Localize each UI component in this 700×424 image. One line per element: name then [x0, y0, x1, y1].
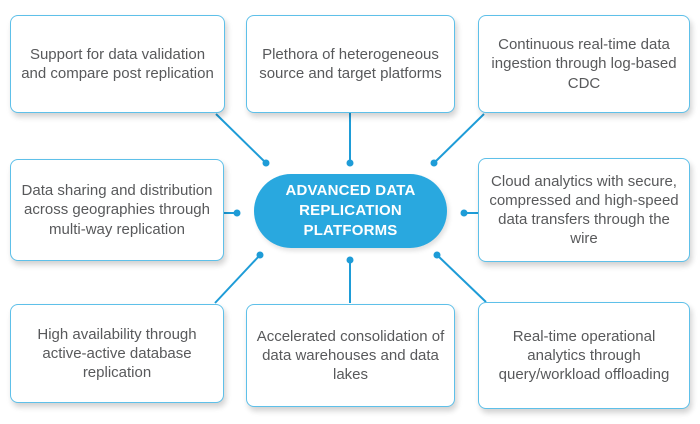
center-capsule-line2: REPLICATION PLATFORMS: [299, 201, 402, 240]
feature-box-label: Real-time operational analytics through …: [498, 327, 670, 384]
feature-box-label: Accelerated consolidation of data wareho…: [256, 327, 445, 384]
feature-box-top-left: Support for data validation and compare …: [10, 15, 225, 113]
connector-line-top-right: [433, 113, 485, 164]
connector-dot-top-left: [262, 159, 270, 167]
feature-box-bottom-right: Real-time operational analytics through …: [478, 302, 690, 409]
feature-box-label: Plethora of heterogeneous source and tar…: [259, 45, 442, 82]
feature-box-top-center: Plethora of heterogeneous source and tar…: [246, 15, 455, 113]
connector-dot-top-right: [430, 159, 438, 167]
feature-box-bottom-left: High availability through active-active …: [10, 304, 224, 403]
feature-box-label: Cloud analytics with secure, compressed …: [489, 172, 679, 248]
feature-box-bottom-center: Accelerated consolidation of data wareho…: [246, 304, 455, 407]
feature-box-top-right: Continuous real-time data ingestion thro…: [478, 15, 690, 113]
connector-line-bottom-right: [436, 254, 487, 303]
connector-line-top-left: [215, 113, 267, 164]
feature-box-middle-left: Data sharing and distribution across geo…: [10, 159, 224, 261]
connector-dot-bottom-left: [256, 251, 264, 259]
connector-dot-middle-right: [460, 209, 468, 217]
connector-dot-bottom-right: [433, 251, 441, 259]
feature-box-label: Data sharing and distribution across geo…: [21, 182, 213, 238]
center-capsule-line1: ADVANCED DATA: [285, 181, 416, 199]
connector-dot-bottom-center: [346, 256, 354, 264]
connector-dot-middle-left: [233, 209, 241, 217]
feature-box-label: High availability through active-active …: [37, 325, 197, 382]
feature-box-label: Continuous real-time data ingestion thro…: [491, 36, 677, 92]
connector-line-bottom-left: [214, 254, 261, 304]
center-capsule: ADVANCED DATA REPLICATION PLATFORMS: [254, 174, 447, 248]
feature-box-middle-right: Cloud analytics with secure, compressed …: [478, 158, 690, 262]
feature-box-label: Support for data validation and compare …: [21, 45, 214, 82]
connector-dot-top-center: [346, 159, 354, 167]
